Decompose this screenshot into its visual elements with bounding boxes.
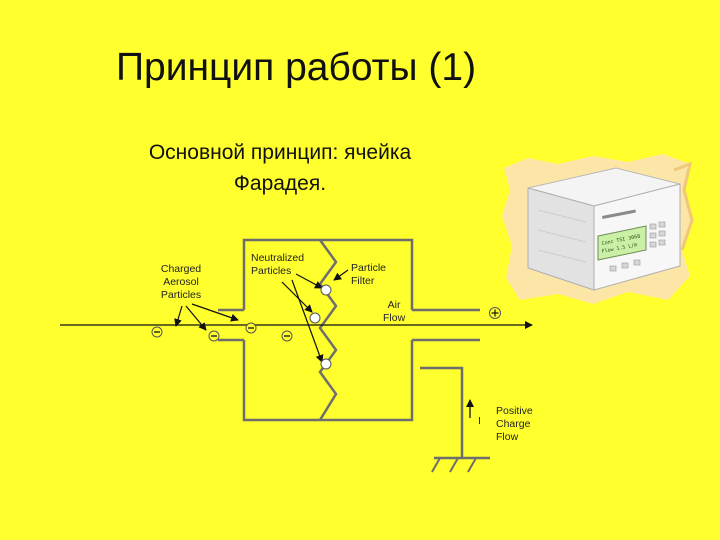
- label-line: Flow: [383, 312, 406, 324]
- neutral-particle: [309, 312, 321, 324]
- label-line: Charge: [496, 418, 531, 430]
- device-logo: [602, 209, 636, 219]
- particle-filter: [318, 239, 338, 421]
- label-line: Positive: [496, 405, 533, 417]
- slide-title: Принцип работы (1): [116, 46, 477, 89]
- charged-particle: [281, 330, 293, 342]
- current-symbol-label: I: [478, 415, 481, 427]
- electrometer-device-image: Conc TSI 3068 Flow 1.5 L/m: [502, 154, 694, 304]
- charged-aerosol-label: Charged Aerosol Particles: [146, 263, 216, 302]
- ground-symbol: [431, 457, 477, 473]
- charged-particle: [151, 326, 163, 338]
- charged-particle: [208, 330, 220, 342]
- neutral-particle: [320, 284, 332, 296]
- subtitle-line-1: Основной принцип: ячейка: [148, 141, 412, 164]
- label-line: Charged: [160, 263, 202, 275]
- slide-subtitle: Основной принцип: ячейка Фарадея.: [100, 137, 460, 199]
- positive-charge-symbol: [489, 307, 501, 319]
- label-line: Aerosol: [163, 276, 199, 288]
- subtitle-line-2: Фарадея.: [233, 172, 327, 195]
- device-keypad: [609, 221, 666, 272]
- neutral-particle: [320, 358, 332, 370]
- charged-particle: [245, 322, 257, 334]
- neutralized-particles-label: Neutralized Particles: [251, 252, 304, 278]
- label-line: Particles: [160, 289, 202, 301]
- label-line: Particle: [351, 262, 387, 274]
- label-line: Neutralized: [251, 252, 305, 264]
- label-line: Flow: [496, 431, 519, 443]
- label-line: Particles: [251, 265, 292, 277]
- label-line: Filter: [351, 275, 375, 287]
- label-line: Air: [387, 299, 401, 311]
- particle-filter-label: Particle Filter: [351, 262, 386, 288]
- positive-charge-flow-label: Positive Charge Flow: [496, 405, 533, 444]
- air-flow-label: Air Flow: [383, 299, 405, 325]
